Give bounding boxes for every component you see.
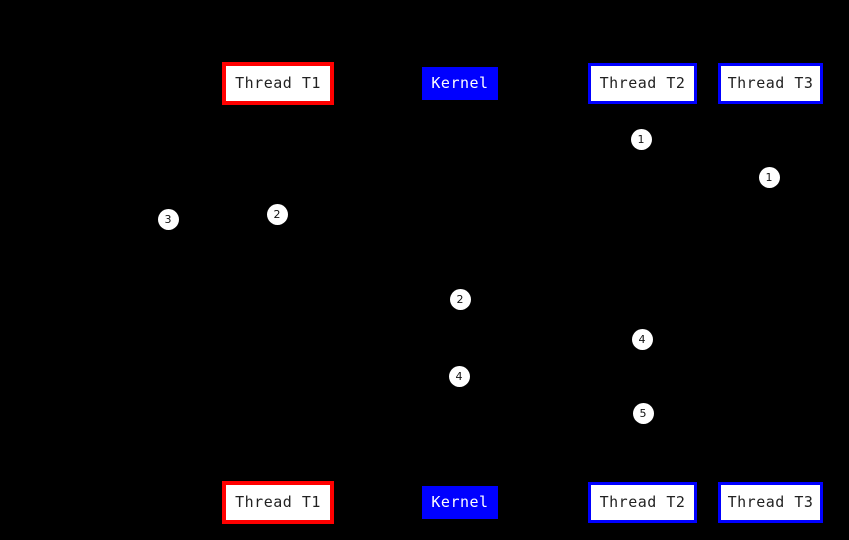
participant-t2-bottom[interactable]: Thread T2 bbox=[588, 482, 697, 523]
participant-label: Kernel bbox=[431, 74, 489, 92]
participant-label: Thread T2 bbox=[599, 493, 686, 511]
lifeline-t3 bbox=[770, 104, 771, 482]
participant-kernel-bottom[interactable]: Kernel bbox=[422, 486, 498, 519]
participant-t1-bottom[interactable]: Thread T1 bbox=[222, 481, 334, 524]
badge-t1-2: 2 bbox=[267, 204, 287, 224]
participant-label: Thread T1 bbox=[235, 493, 321, 511]
msg-2 bbox=[277, 176, 770, 214]
participant-label: Thread T3 bbox=[727, 493, 814, 511]
participant-label: Kernel bbox=[431, 493, 489, 511]
badge-t2-4: 4 bbox=[632, 329, 652, 349]
msg-3 bbox=[167, 213, 278, 219]
participant-label: Thread T1 bbox=[235, 74, 321, 92]
participant-t3-bottom[interactable]: Thread T3 bbox=[718, 482, 823, 523]
msg-4 bbox=[277, 219, 460, 300]
badge-t2-1: 1 bbox=[631, 129, 651, 149]
msg-7 bbox=[458, 376, 643, 414]
lifeline-t1 bbox=[278, 105, 279, 481]
lifeline-t2 bbox=[642, 104, 643, 482]
participant-kernel-top[interactable]: Kernel bbox=[422, 67, 498, 100]
participant-t3-top[interactable]: Thread T3 bbox=[718, 63, 823, 104]
badge-t2-5: 5 bbox=[633, 403, 653, 423]
badge-kernel-4: 4 bbox=[449, 366, 469, 386]
msg-6 bbox=[458, 338, 642, 376]
msg-1 bbox=[641, 139, 770, 178]
participant-t1-top[interactable]: Thread T1 bbox=[222, 62, 334, 105]
badge-left-3: 3 bbox=[158, 209, 178, 229]
badge-kernel-2: 2 bbox=[450, 289, 470, 309]
msg-5 bbox=[459, 299, 642, 340]
participant-label: Thread T2 bbox=[599, 74, 686, 92]
participant-t2-top[interactable]: Thread T2 bbox=[588, 63, 697, 104]
badge-t3-1: 1 bbox=[759, 167, 779, 187]
participant-label: Thread T3 bbox=[727, 74, 814, 92]
